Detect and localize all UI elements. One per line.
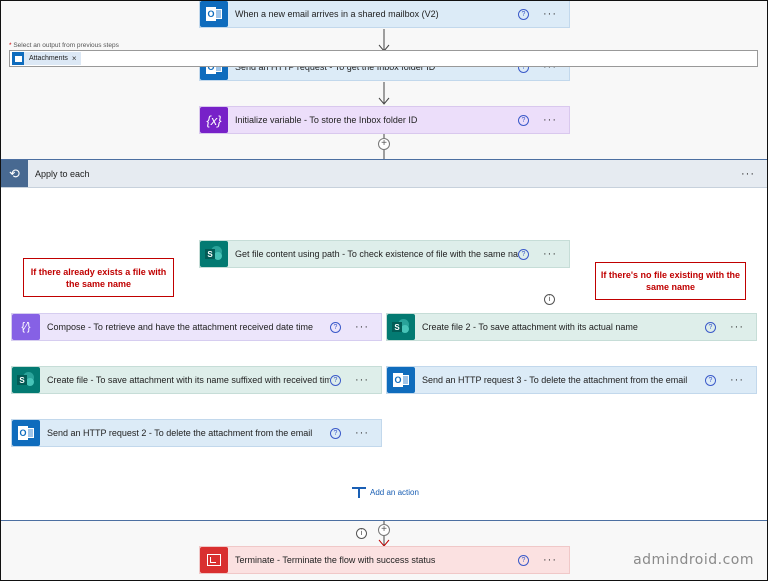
- attachments-token[interactable]: Attachments ×: [12, 52, 81, 65]
- more-options-icon[interactable]: ···: [355, 374, 369, 386]
- variable-icon: {x}: [200, 107, 228, 133]
- more-options-icon[interactable]: ···: [543, 554, 557, 566]
- http-request-2-step-card[interactable]: O Send an HTTP request 2 - To delete the…: [11, 419, 382, 447]
- trigger-step-card[interactable]: O When a new email arrives in a shared m…: [199, 0, 570, 28]
- step-title: Compose - To retrieve and have the attac…: [47, 322, 313, 332]
- remove-token-icon[interactable]: ×: [71, 54, 77, 63]
- step-title: Initialize variable - To store the Inbox…: [235, 115, 418, 125]
- more-options-icon[interactable]: ···: [730, 374, 744, 386]
- more-options-icon[interactable]: ···: [543, 61, 557, 73]
- help-icon[interactable]: ?: [518, 8, 529, 20]
- add-action-button[interactable]: Add an action: [352, 487, 419, 498]
- compose-step-card[interactable]: {∕} Compose - To retrieve and have the a…: [11, 313, 382, 341]
- step-title: Send an HTTP request 3 - To delete the a…: [422, 375, 688, 385]
- outlook-icon: [12, 52, 24, 65]
- step-title: Send an HTTP request 2 - To delete the a…: [47, 428, 313, 438]
- step-title: Create file - To save attachment with it…: [47, 375, 330, 385]
- help-icon[interactable]: ?: [330, 427, 341, 439]
- loop-icon: ⟲: [1, 160, 28, 187]
- add-action-label: Add an action: [370, 488, 419, 497]
- help-icon[interactable]: ?: [330, 321, 341, 333]
- sharepoint-icon: S: [200, 241, 228, 267]
- help-icon[interactable]: ?: [705, 321, 716, 333]
- select-output-input[interactable]: Attachments ×: [9, 50, 758, 67]
- more-options-icon[interactable]: ···: [741, 167, 755, 180]
- step-title: Get file content using path - To check e…: [235, 249, 518, 259]
- more-options-icon[interactable]: ···: [543, 248, 557, 260]
- apply-to-each-title: Apply to each: [35, 168, 90, 179]
- more-options-icon[interactable]: ···: [730, 321, 744, 333]
- initialize-variable-step-card[interactable]: {x} Initialize variable - To store the I…: [199, 106, 570, 134]
- help-icon[interactable]: ?: [518, 248, 529, 260]
- select-output-label: * Select an output from previous steps: [9, 42, 119, 49]
- more-options-icon[interactable]: ···: [543, 8, 557, 20]
- help-icon[interactable]: ?: [518, 114, 529, 126]
- terminate-icon: [200, 547, 228, 573]
- outlook-icon: O: [387, 367, 415, 393]
- step-title: When a new email arrives in a shared mai…: [235, 9, 439, 19]
- step-title: Create file 2 - To save attachment with …: [422, 322, 638, 332]
- annotation-no-file: If there's no file existing with the sam…: [595, 262, 746, 300]
- outlook-icon: O: [12, 420, 40, 446]
- terminate-step-card[interactable]: Terminate - Terminate the flow with succ…: [199, 546, 570, 574]
- add-action-icon: [352, 487, 366, 498]
- more-options-icon[interactable]: ···: [355, 427, 369, 439]
- insert-step-button[interactable]: +: [378, 138, 390, 150]
- info-icon[interactable]: i: [356, 528, 367, 539]
- create-file-step-card[interactable]: S Create file - To save attachment with …: [11, 366, 382, 394]
- help-icon[interactable]: ?: [705, 374, 716, 386]
- outlook-icon: O: [200, 1, 228, 27]
- insert-step-button[interactable]: +: [378, 524, 390, 536]
- sharepoint-icon: S: [387, 314, 415, 340]
- get-file-content-step-card[interactable]: S Get file content using path - To check…: [199, 240, 570, 268]
- token-label: Attachments: [29, 55, 68, 62]
- help-icon[interactable]: ?: [518, 554, 529, 566]
- help-icon[interactable]: ?: [330, 374, 341, 386]
- annotation-file-exists: If there already exists a file with the …: [23, 258, 174, 297]
- step-title: Send an HTTP request - To get the Inbox …: [235, 62, 436, 72]
- compose-icon: {∕}: [12, 314, 40, 340]
- http-request-3-step-card[interactable]: O Send an HTTP request 3 - To delete the…: [386, 366, 757, 394]
- create-file-2-step-card[interactable]: S Create file 2 - To save attachment wit…: [386, 313, 757, 341]
- more-options-icon[interactable]: ···: [355, 321, 369, 333]
- watermark: admindroid.com: [633, 552, 754, 568]
- apply-to-each-header[interactable]: ⟲ Apply to each ···: [1, 160, 767, 188]
- info-icon[interactable]: i: [544, 294, 555, 305]
- more-options-icon[interactable]: ···: [543, 114, 557, 126]
- sharepoint-icon: S: [12, 367, 40, 393]
- step-title: Terminate - Terminate the flow with succ…: [235, 555, 436, 565]
